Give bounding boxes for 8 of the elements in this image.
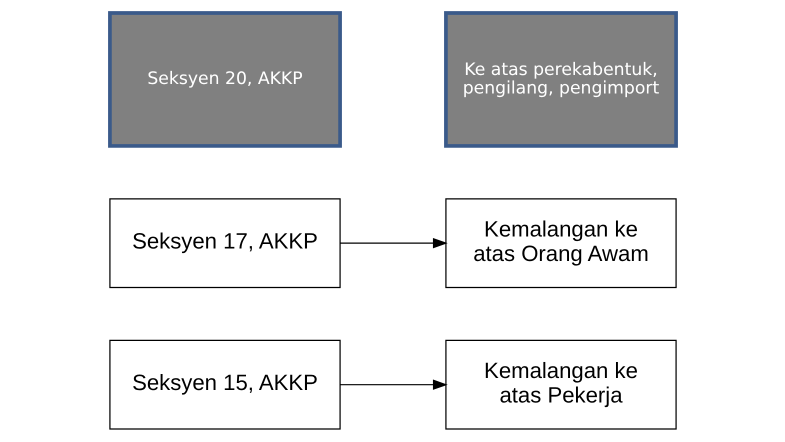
arrow	[340, 238, 448, 248]
node-box: Seksyen 15, AKKP	[108, 340, 340, 430]
node-box: Kemalangan ke atas Pekerja	[444, 340, 676, 430]
node-box: Seksyen 17, AKKP	[108, 198, 340, 288]
node-box: Seksyen 20, AKKP	[108, 11, 342, 148]
node-box: Kemalangan ke atas Orang Awam	[444, 198, 676, 288]
node-box: Ke atas perekabentuk, pengilang, pengimport	[444, 11, 678, 148]
arrow	[340, 380, 448, 390]
